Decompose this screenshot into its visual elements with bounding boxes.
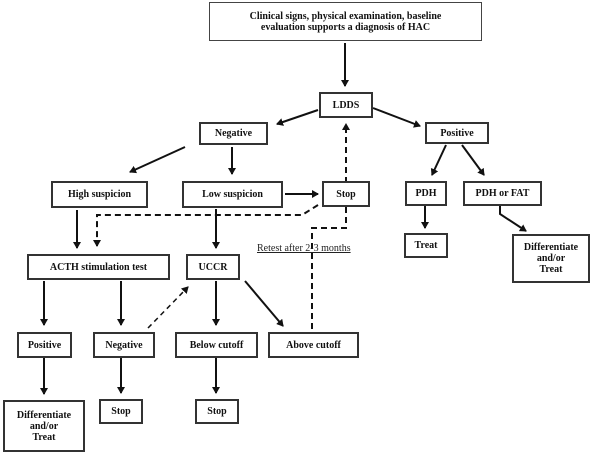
node-stop-acth: Stop bbox=[99, 399, 143, 424]
dashed-arrow-retest-to-ldds bbox=[311, 123, 350, 329]
node-uccr: UCCR bbox=[186, 254, 240, 280]
arrow-negative-to-high bbox=[129, 146, 186, 174]
dashed-arrow-stop-to-acth bbox=[93, 204, 319, 247]
node-stop-uccr: Stop bbox=[195, 399, 239, 424]
node-low-suspicion: Low suspicion bbox=[182, 181, 283, 208]
node-above-cutoff: Above cutoff bbox=[268, 332, 359, 358]
dashed-arrow-negative-to-uccr bbox=[147, 286, 189, 329]
arrow-ldds-to-positive bbox=[372, 107, 421, 128]
node-positive: Positive bbox=[425, 122, 489, 144]
arrow-pdhfat-to-differentiate bbox=[499, 206, 527, 232]
arrow-positive-to-pdhfat bbox=[461, 144, 485, 176]
arrow-ldds-to-negative bbox=[276, 109, 319, 126]
arrow-positive-to-pdh bbox=[430, 144, 447, 176]
node-below-cutoff: Below cutoff bbox=[175, 332, 258, 358]
node-ldds: LDDS bbox=[319, 92, 373, 118]
retest-label: Retest after 2-3 months bbox=[257, 243, 351, 254]
node-start: Clinical signs, physical examination, ba… bbox=[209, 2, 482, 41]
node-differentiate-left: Differentiate and/or Treat bbox=[3, 400, 85, 452]
node-acth-stimulation-test: ACTH stimulation test bbox=[27, 254, 170, 280]
node-stop-low: Stop bbox=[322, 181, 370, 207]
node-high-suspicion: High suspicion bbox=[51, 181, 148, 208]
node-negative: Negative bbox=[199, 122, 268, 145]
arrow-uccr-to-above bbox=[244, 280, 284, 327]
node-pdh: PDH bbox=[405, 181, 447, 206]
node-acth-negative: Negative bbox=[93, 332, 155, 358]
node-pdh-or-fat: PDH or FAT bbox=[463, 181, 542, 206]
node-acth-positive: Positive bbox=[17, 332, 72, 358]
node-treat: Treat bbox=[404, 233, 448, 258]
node-differentiate-right: Differentiate and/or Treat bbox=[512, 234, 590, 283]
